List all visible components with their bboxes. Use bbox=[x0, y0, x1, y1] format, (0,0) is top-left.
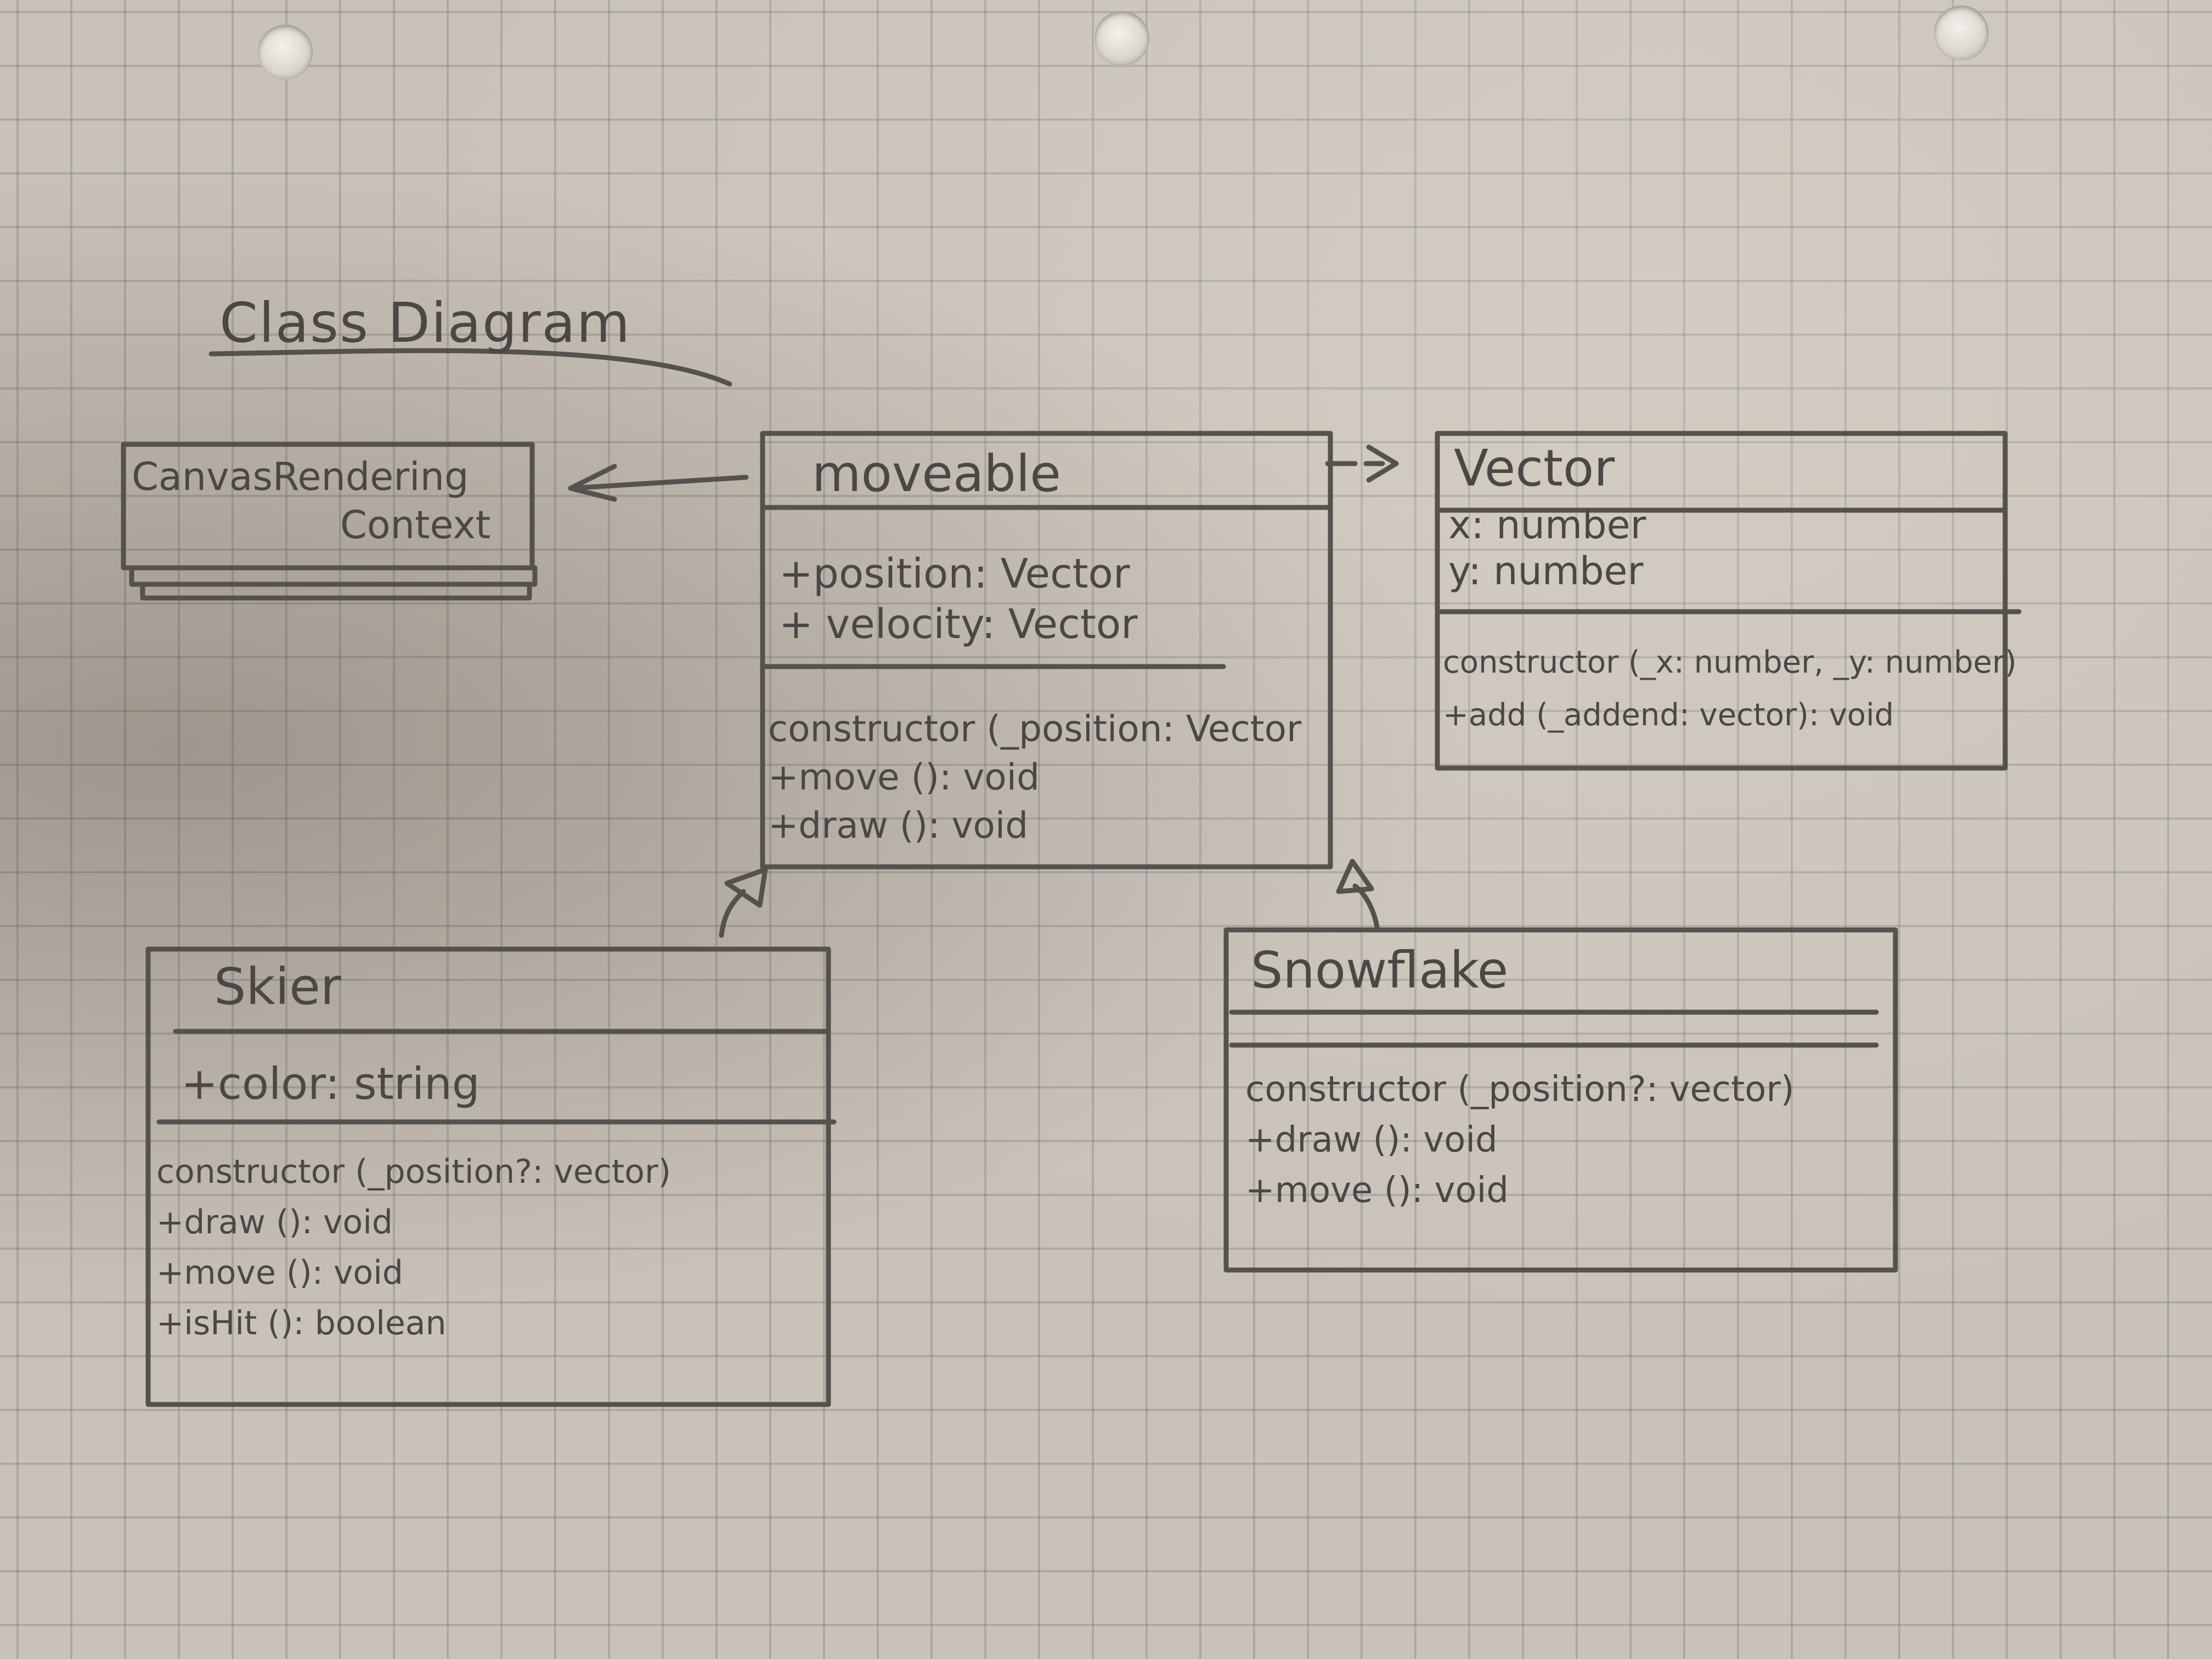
moveable-method: +draw (): void bbox=[768, 804, 1029, 847]
moveable-method: constructor (_position: Vector bbox=[768, 708, 1302, 750]
canvas-class-name-line: CanvasRendering bbox=[132, 454, 469, 499]
moveable-attribute: + velocity: Vector bbox=[779, 601, 1138, 648]
vector-class-name: Vector bbox=[1454, 439, 1615, 498]
skier-method: constructor (_position?: vector) bbox=[156, 1153, 672, 1191]
moveable-class-name: moveable bbox=[812, 444, 1061, 503]
skier-class-box bbox=[145, 946, 831, 1407]
vector-methods: constructor (_x: number, _y: number) +ad… bbox=[1443, 636, 2017, 742]
vector-attribute: x: number bbox=[1448, 503, 1646, 548]
diagram-title: Class Diagram bbox=[219, 291, 631, 355]
skier-attributes: +color: string bbox=[181, 1059, 480, 1109]
canvas-class-stack bbox=[129, 565, 538, 587]
skier-methods: constructor (_position?: vector) +draw (… bbox=[156, 1147, 671, 1348]
snowflake-method: +draw (): void bbox=[1245, 1120, 1498, 1160]
punch-hole bbox=[1094, 11, 1149, 66]
snowflake-class-name: Snowflake bbox=[1251, 941, 1509, 1000]
moveable-attribute: +position: Vector bbox=[779, 550, 1130, 597]
dependency-arrow-head bbox=[1366, 444, 1399, 483]
vector-method: +add (_addend: vector): void bbox=[1443, 697, 1894, 733]
skier-method: +draw (): void bbox=[156, 1203, 393, 1242]
snowflake-methods: constructor (_position?: vector) +draw (… bbox=[1245, 1064, 1795, 1216]
association-arrow-head bbox=[568, 464, 617, 502]
canvas-class-name: CanvasRendering Context bbox=[132, 453, 490, 549]
punch-hole bbox=[1934, 5, 1989, 60]
skier-method: +isHit (): boolean bbox=[156, 1304, 447, 1342]
moveable-attributes: +position: Vector + velocity: Vector bbox=[779, 549, 1138, 650]
snowflake-method: +move (): void bbox=[1245, 1170, 1509, 1211]
title-underline bbox=[208, 348, 732, 387]
inheritance-head-skier bbox=[724, 867, 768, 908]
canvas-class-box bbox=[121, 442, 535, 571]
skier-attribute: +color: string bbox=[181, 1058, 480, 1109]
moveable-class-box bbox=[760, 431, 1333, 870]
canvas-class-name-line: Context bbox=[340, 503, 491, 548]
moveable-method: +move (): void bbox=[768, 756, 1040, 798]
vector-method: constructor (_x: number, _y: number) bbox=[1443, 645, 2017, 680]
punch-hole bbox=[258, 25, 313, 80]
canvas-class-stack bbox=[140, 582, 532, 601]
inheritance-head-snowflake bbox=[1336, 859, 1374, 894]
snowflake-method: constructor (_position?: vector) bbox=[1245, 1069, 1795, 1110]
moveable-methods: constructor (_position: Vector +move ():… bbox=[768, 705, 1301, 850]
vector-attributes: x: number y: number bbox=[1448, 502, 1646, 594]
vector-class-box bbox=[1435, 431, 2008, 771]
association-arrow-line bbox=[568, 475, 749, 491]
vector-attribute: y: number bbox=[1448, 549, 1644, 594]
inheritance-line-skier bbox=[719, 889, 746, 938]
skier-class-name: Skier bbox=[214, 957, 341, 1016]
skier-method: +move (): void bbox=[156, 1254, 403, 1292]
snowflake-class-box bbox=[1223, 927, 1898, 1273]
